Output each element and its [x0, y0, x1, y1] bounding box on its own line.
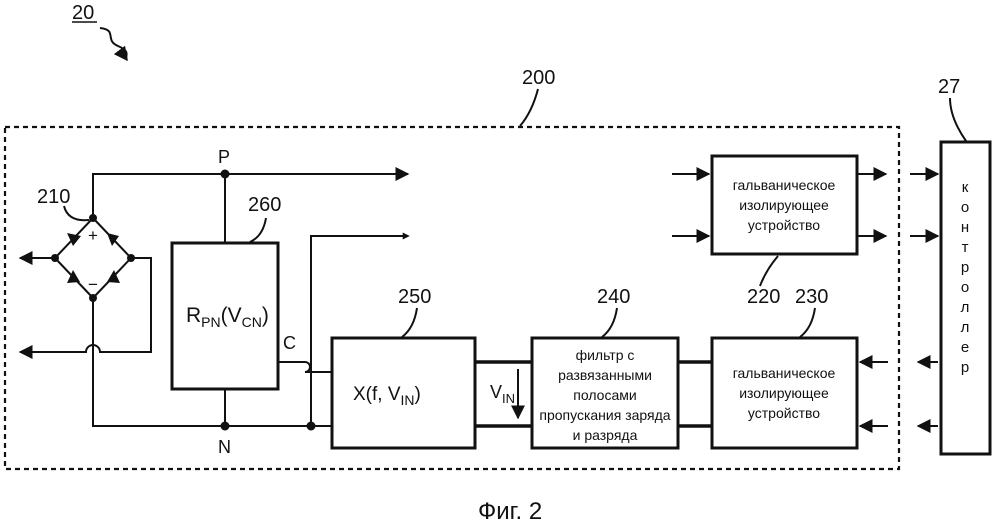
c-line	[278, 362, 332, 372]
controller-letter: р	[961, 359, 969, 376]
figure-ref-label: 20	[72, 2, 94, 24]
controller-letter: л	[961, 299, 970, 316]
controller-letter: н	[961, 219, 969, 236]
controller-leader	[950, 98, 966, 141]
node-c-label: C	[283, 333, 296, 353]
iso_top-line: гальваническое	[733, 177, 836, 193]
filter-line: фильтр с	[576, 347, 635, 363]
controller-ref-label: 27	[938, 76, 960, 98]
filter-line: полосами	[573, 387, 636, 403]
iso_bottom-line: изолирующее	[739, 385, 829, 401]
filter-ref-label: 240	[597, 286, 630, 308]
controller-letter: е	[961, 339, 969, 356]
isolator-top-leader	[760, 256, 778, 286]
impedance-leader	[402, 308, 417, 337]
filter-line: пропускания заряда	[539, 407, 670, 423]
iso_top-line: изолирующее	[739, 197, 829, 213]
bridge-return-line	[20, 258, 151, 352]
figure-caption: Фиг. 2	[478, 498, 542, 525]
junction-dot	[307, 422, 316, 431]
bridge-ref-label: 210	[37, 186, 70, 208]
isolator-bottom-ref-label: 230	[795, 286, 828, 308]
bridge-plus-label: +	[88, 226, 98, 245]
controller-letter: т	[962, 239, 969, 256]
bridge-minus-label: −	[88, 275, 98, 294]
iso_bottom-line: гальваническое	[733, 365, 836, 381]
iso_bottom-line: устройство	[748, 405, 820, 421]
controller-letter: к	[962, 179, 969, 196]
filter-line: и разряда	[573, 427, 638, 443]
controller-letter: л	[961, 319, 970, 336]
resistor-leader	[250, 218, 266, 242]
controller-letter: о	[961, 199, 969, 216]
resistor-ref-label: 260	[248, 194, 281, 216]
bridge-leader	[64, 206, 89, 220]
isolator-bottom-leader	[800, 308, 815, 337]
filter-leader	[602, 308, 617, 337]
node-p-label: P	[218, 147, 230, 167]
system-leader	[520, 89, 538, 126]
filter-line: развязанными	[558, 367, 652, 383]
controller-letter: р	[961, 259, 969, 276]
system-ref-label: 200	[522, 67, 555, 89]
iso_top-line: устройство	[748, 217, 820, 233]
impedance-ref-label: 250	[398, 286, 431, 308]
isolator-top-ref-label: 220	[747, 286, 780, 308]
node-n-label: N	[218, 437, 231, 457]
controller-letter: о	[961, 279, 969, 296]
figure-ref-arrow	[100, 28, 127, 60]
vin-label: VIN	[490, 382, 515, 406]
